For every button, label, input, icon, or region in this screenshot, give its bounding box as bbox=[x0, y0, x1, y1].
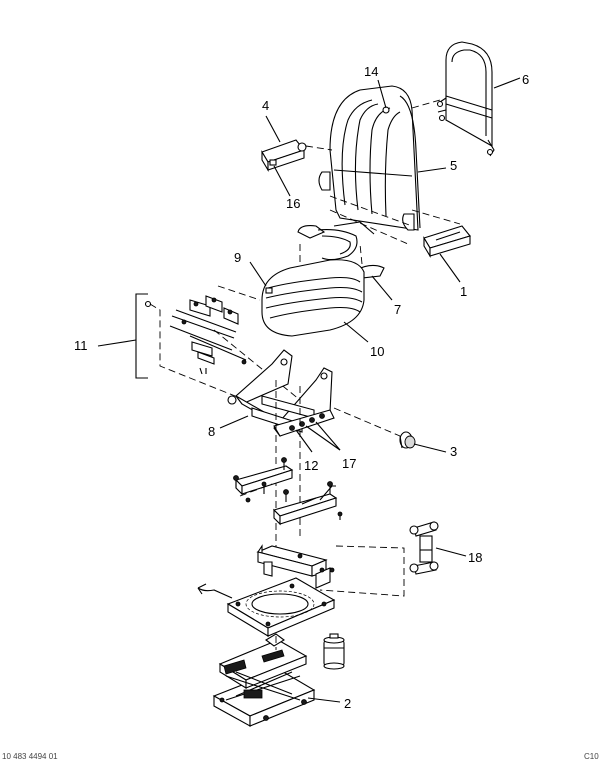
seat-frame-part bbox=[227, 349, 335, 437]
slide-rails-part bbox=[233, 457, 343, 526]
suspension-part bbox=[212, 633, 316, 727]
callout-1: 1 bbox=[460, 284, 467, 299]
seat-cushion-part bbox=[261, 259, 365, 337]
callout-6: 6 bbox=[522, 72, 529, 87]
shock-absorber-part bbox=[409, 521, 439, 575]
callout-7: 7 bbox=[394, 302, 401, 317]
callout-3: 3 bbox=[450, 444, 457, 459]
callout-2: 2 bbox=[344, 696, 351, 711]
callout-18: 18 bbox=[468, 550, 482, 565]
figure-code: C10 bbox=[584, 752, 599, 761]
callout-10: 10 bbox=[370, 344, 384, 359]
callout-17: 17 bbox=[342, 456, 356, 471]
grab-handle-part bbox=[436, 41, 495, 157]
callout-12: 12 bbox=[304, 458, 318, 473]
swivel-bracket-part bbox=[256, 544, 335, 589]
callout-16: 16 bbox=[286, 196, 300, 211]
callout-4: 4 bbox=[262, 98, 269, 113]
callout-5: 5 bbox=[450, 158, 457, 173]
callout-9: 9 bbox=[234, 250, 241, 265]
adjustment-knob-part bbox=[399, 431, 416, 449]
seat-back-part bbox=[329, 85, 421, 231]
document-number: 10 483 4494 01 bbox=[2, 752, 58, 761]
callout-11: 11 bbox=[74, 338, 88, 353]
slide-rail-kit-part bbox=[144, 295, 247, 399]
swivel-plate-part bbox=[197, 577, 336, 637]
armrest-right-part bbox=[423, 225, 471, 258]
armrest-left-part bbox=[261, 139, 307, 172]
callout-8: 8 bbox=[208, 424, 215, 439]
air-reservoir-part bbox=[323, 633, 345, 670]
callout-14: 14 bbox=[364, 64, 378, 79]
